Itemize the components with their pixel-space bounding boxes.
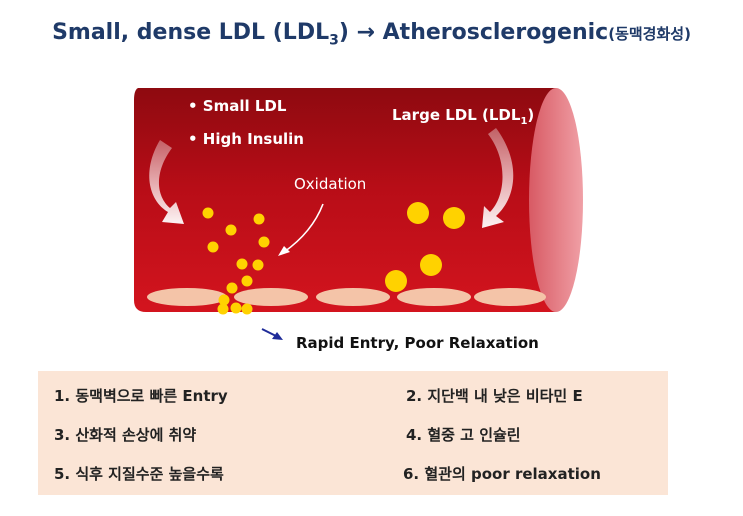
endothelial-cell xyxy=(316,288,390,306)
large-ldl-particle xyxy=(407,202,429,224)
list-item: 1. 동맥벽으로 빠른 Entry xyxy=(54,387,228,405)
caption-arrowhead-icon xyxy=(272,332,283,340)
list-item: 5. 식후 지질수준 높을수록 xyxy=(54,465,224,483)
large-ldl-particle xyxy=(385,270,407,292)
diagram-title: Small, dense LDL (LDL3) → Atheroscleroge… xyxy=(52,20,691,49)
endothelial-cell xyxy=(147,288,227,306)
large-ldl-particles xyxy=(385,202,465,292)
large-ldl-particle xyxy=(443,207,465,229)
vessel-caption: Rapid Entry, Poor Relaxation xyxy=(296,334,539,352)
oxidation-label: Oxidation xyxy=(294,175,366,193)
list-item: 2. 지단백 내 낮은 비타민 E xyxy=(406,387,583,405)
large-ldl-particle xyxy=(420,254,442,276)
list-item: 6. 혈관의 poor relaxation xyxy=(403,465,601,483)
curved-arrow-right-icon xyxy=(482,128,514,228)
small-ldl-particle xyxy=(241,303,253,315)
small-ldl-particle xyxy=(225,224,237,236)
small-ldl-particles xyxy=(202,207,270,315)
small-ldl-particle xyxy=(202,207,214,219)
endothelial-cells xyxy=(147,288,546,306)
small-ldl-particle xyxy=(236,258,248,270)
curved-arrow-left-icon xyxy=(149,140,184,224)
bullet-small-ldl: • Small LDL xyxy=(188,97,287,115)
list-item: 3. 산화적 손상에 취약 xyxy=(54,426,197,444)
small-ldl-particle xyxy=(253,213,265,225)
endothelial-cell xyxy=(474,288,546,306)
small-ldl-particle xyxy=(252,259,264,271)
small-ldl-particle xyxy=(230,302,242,314)
endothelial-cell xyxy=(397,288,471,306)
vessel-opening xyxy=(529,88,583,312)
small-ldl-particle xyxy=(258,236,270,248)
endothelial-cell xyxy=(234,288,308,306)
small-ldl-particle xyxy=(241,275,253,287)
factor-list-panel: 1. 동맥벽으로 빠른 Entry 2. 지단백 내 낮은 비타민 E 3. 산… xyxy=(38,371,668,495)
bullet-high-insulin: • High Insulin xyxy=(188,130,304,148)
small-ldl-particle xyxy=(218,294,230,306)
list-item: 4. 혈중 고 인슐린 xyxy=(406,426,521,444)
large-ldl-label: Large LDL (LDL1) xyxy=(392,106,534,127)
oxidation-pointer-arrow xyxy=(283,203,324,253)
oxidation-pointer-arrowhead xyxy=(278,246,290,256)
small-ldl-particle xyxy=(207,241,219,253)
small-ldl-particle xyxy=(217,303,229,315)
small-ldl-particle xyxy=(226,282,238,294)
vessel-body xyxy=(134,88,556,312)
